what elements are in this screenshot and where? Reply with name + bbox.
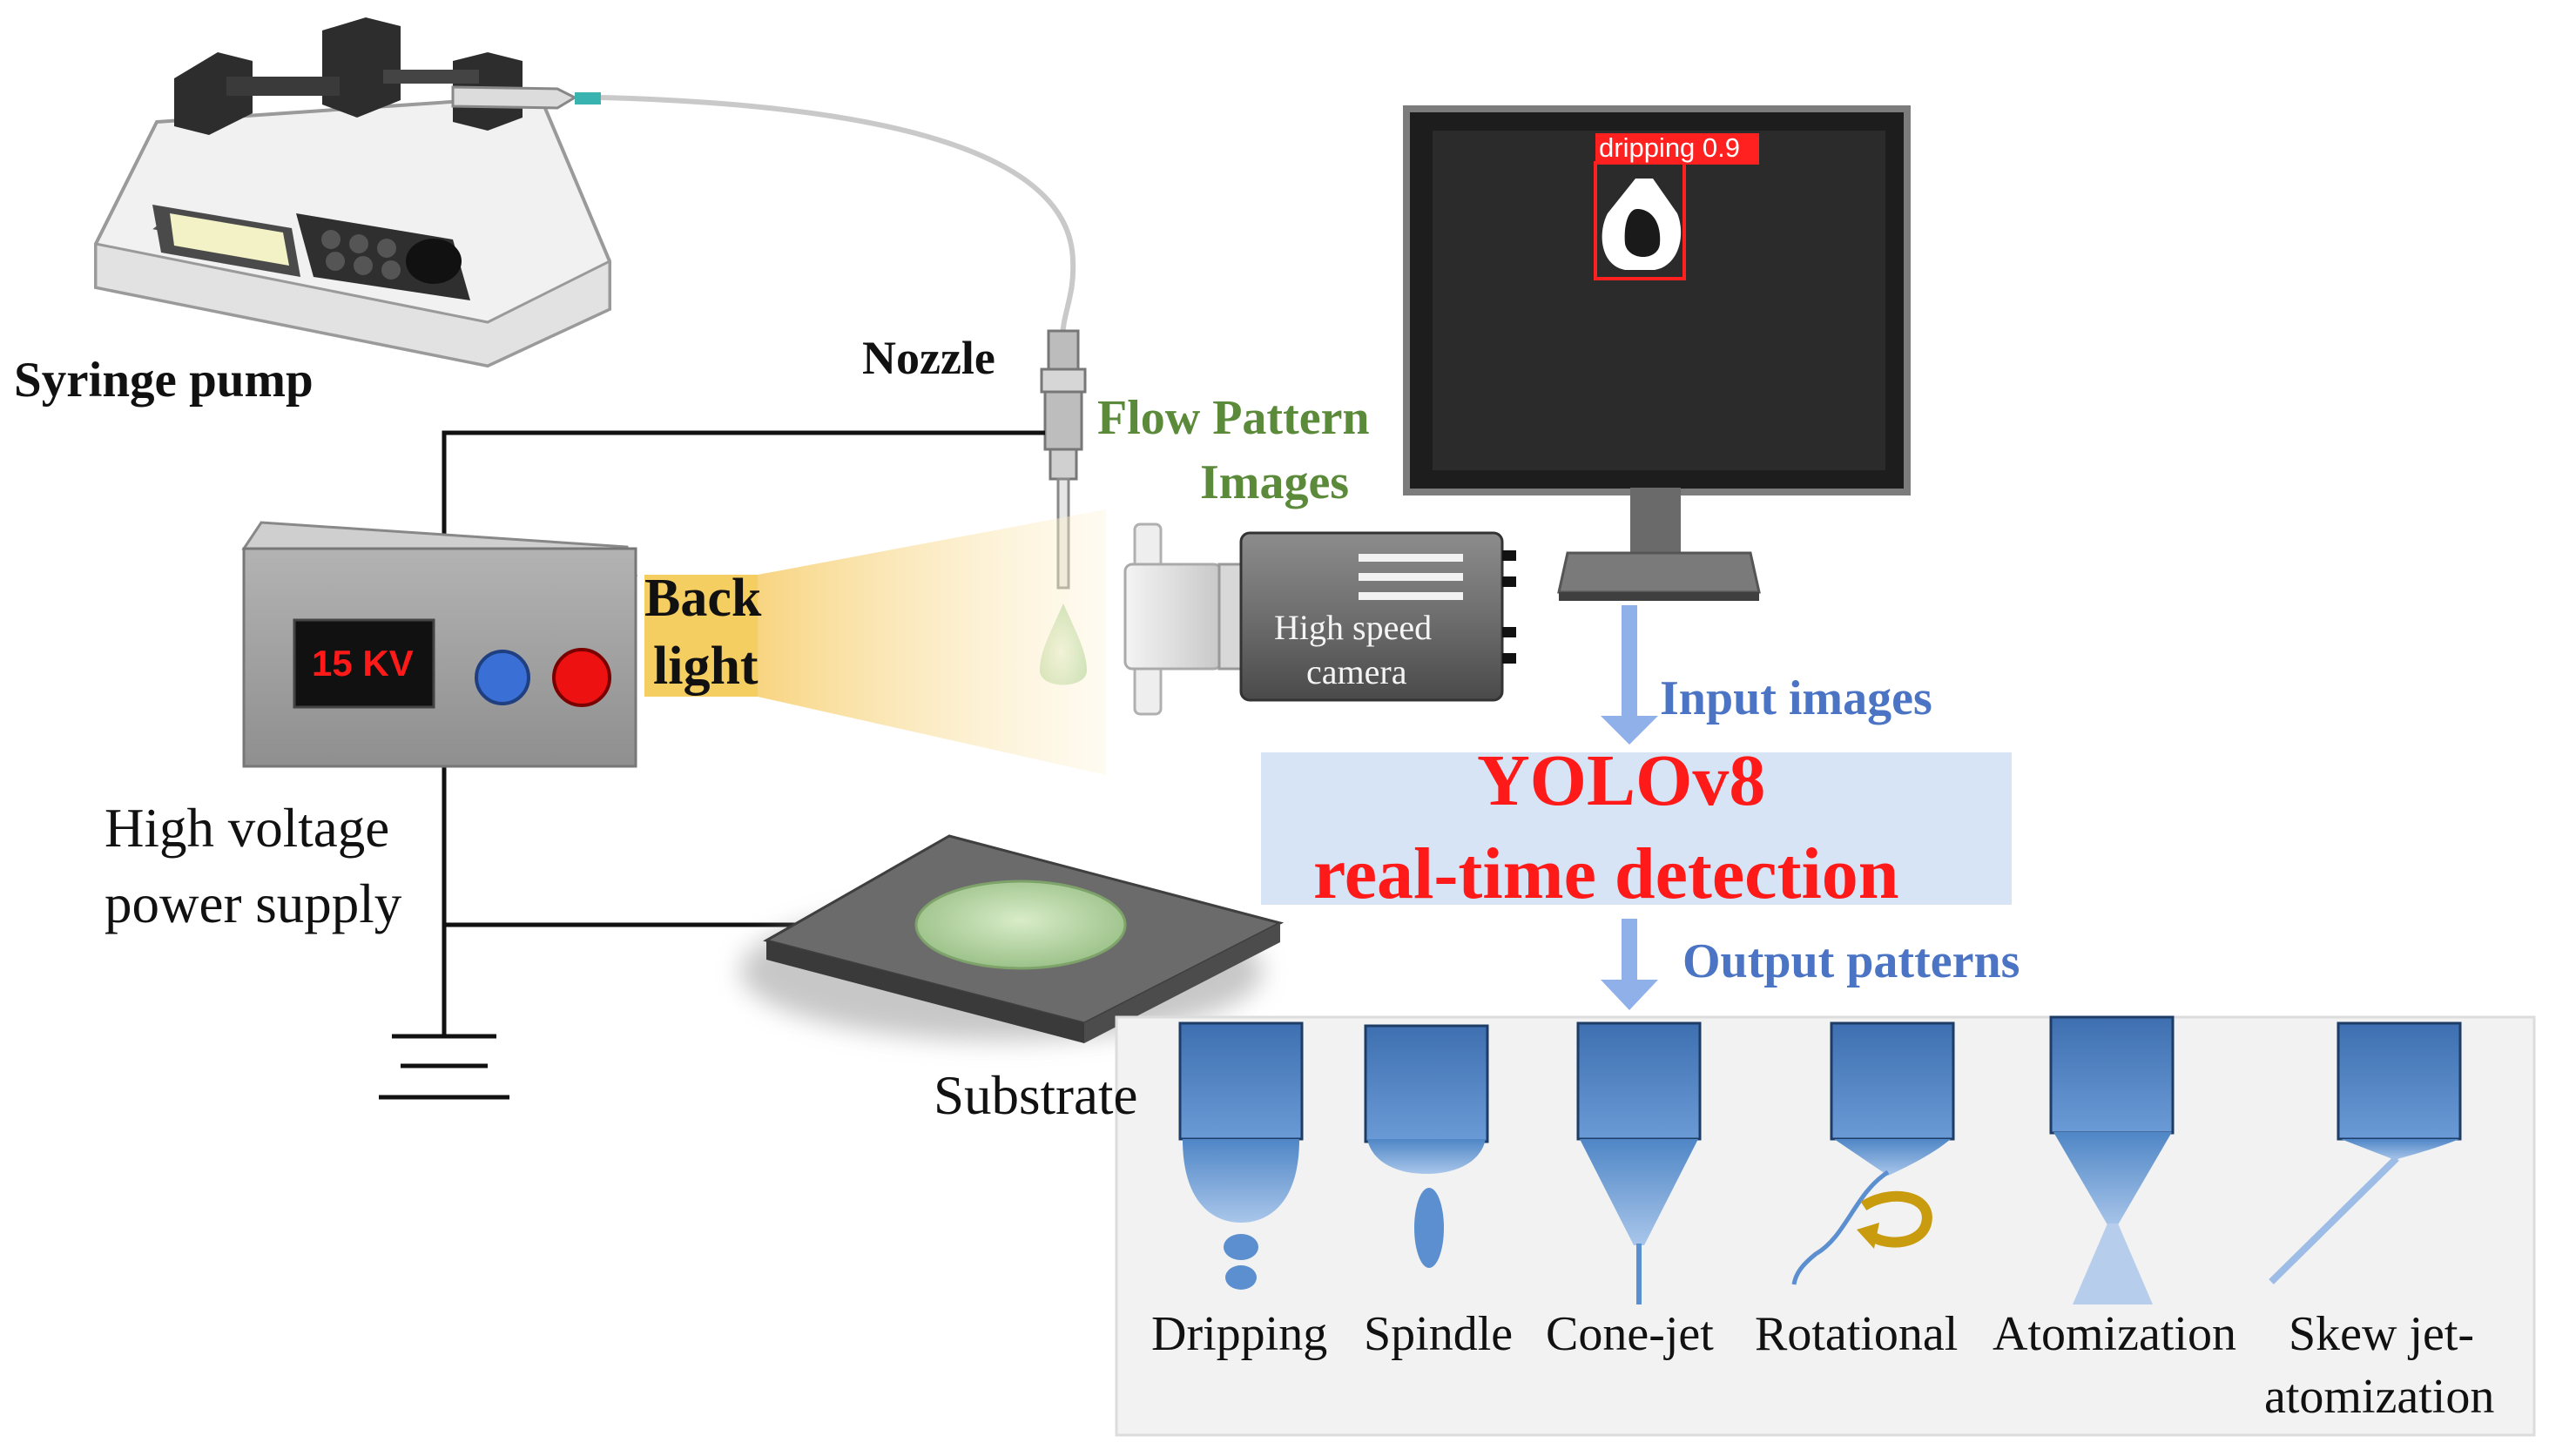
yolo-subtitle: real-time detection [1313, 833, 1899, 914]
detection-box-label: dripping 0.9 [1599, 132, 1741, 163]
ground-icon [379, 1034, 509, 1100]
substrate-label: Substrate [934, 1065, 1138, 1126]
cone-jet-cone [1580, 1139, 1698, 1245]
camera-label-line2: camera [1306, 652, 1407, 691]
rotation-arrowhead-icon [1857, 1223, 1879, 1249]
back-light-source [644, 575, 758, 697]
pattern-label-atomization: Atomization [1993, 1307, 2236, 1361]
rotational-meniscus [1834, 1139, 1951, 1176]
spindle-droplet [1414, 1188, 1444, 1268]
camera-icon [1123, 522, 1516, 716]
nozzle-block-atomization [2049, 1015, 2175, 1135]
spindle-meniscus [1367, 1139, 1486, 1174]
nozzle-label: Nozzle [862, 332, 995, 384]
syringe-pump-icon [94, 17, 611, 368]
yolo-box [1261, 752, 2012, 905]
input-images-label: Input images [1660, 671, 1932, 725]
nozzle-block-cone-jet [1576, 1021, 1702, 1141]
flow-pattern-label-line1: Flow Pattern [1097, 391, 1370, 445]
nozzle-block-dripping [1178, 1021, 1304, 1141]
substrate-icon [740, 834, 1285, 1043]
monitor-icon [1403, 105, 1911, 601]
pattern-label-spindle: Spindle [1364, 1307, 1514, 1361]
pattern-label-rotational: Rotational [1755, 1307, 1959, 1361]
rotational-jet [1791, 1170, 1890, 1285]
nozzle-block-spindle [1364, 1024, 1489, 1143]
flow-arrows [1601, 605, 1658, 1010]
back-light-label-line2: light [653, 637, 759, 696]
dripping-droplet-1 [1224, 1234, 1258, 1260]
atomization-cone [2053, 1132, 2172, 1228]
camera-label-line1: High speed [1274, 608, 1433, 647]
pattern-illustrations [1178, 1015, 2462, 1304]
pattern-label-dripping: Dripping [1151, 1307, 1328, 1361]
skew-meniscus [2341, 1139, 2459, 1160]
pattern-label-skew-line1: Skew jet- [2289, 1307, 2475, 1361]
atomization-spray [2073, 1223, 2153, 1304]
power-supply-label-line1: High voltage [105, 798, 390, 859]
power-supply-label-line2: power supply [105, 873, 402, 934]
dripping-droplet-2 [1225, 1265, 1257, 1290]
rotation-arrow-icon [1860, 1190, 1932, 1248]
electrical-wiring [442, 430, 1045, 1036]
dripping-drop [1183, 1139, 1299, 1223]
voltage-display: 15 KV [312, 643, 414, 684]
skew-jet [2269, 1156, 2399, 1284]
nozzle-block-skew-jet-atomization [2337, 1021, 2462, 1141]
syringe-pump-label: Syringe pump [14, 353, 314, 408]
nozzle-block-rotational [1830, 1021, 1955, 1141]
output-patterns-label: Output patterns [1682, 934, 2020, 988]
output-patterns-panel [1115, 1015, 2536, 1437]
pattern-label-cone-jet: Cone-jet [1546, 1307, 1714, 1361]
power-supply-icon [241, 521, 638, 768]
pattern-label-skew-line2: atomization [2264, 1370, 2495, 1424]
back-light-label-line1: Back [644, 569, 762, 628]
feed-tube [600, 95, 1076, 340]
cone-jet-jet [1636, 1244, 1642, 1304]
back-light-beam [758, 509, 1106, 775]
yolo-title: YOLOv8 [1477, 740, 1766, 821]
flow-pattern-label-line2: Images [1200, 455, 1350, 509]
